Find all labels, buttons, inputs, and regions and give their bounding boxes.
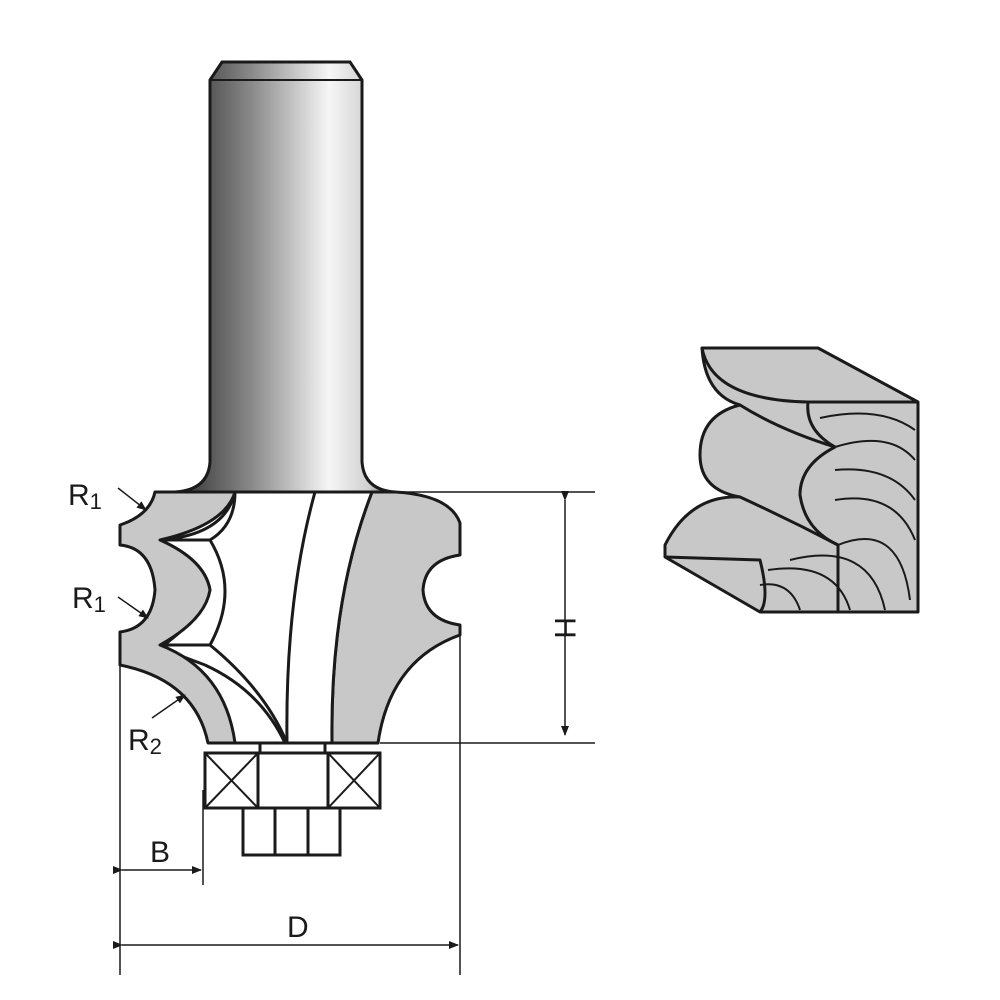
profile-sample — [663, 346, 920, 614]
shank — [174, 60, 396, 494]
label-r2: R2 — [128, 724, 162, 759]
dimension-lines — [113, 487, 595, 975]
label-h: H — [548, 617, 581, 639]
label-r1-top: R1 — [68, 479, 102, 514]
label-d: D — [287, 911, 309, 944]
label-r1-mid: R1 — [72, 582, 106, 617]
nut — [241, 806, 342, 857]
bearing — [203, 741, 382, 810]
label-b: B — [150, 836, 170, 869]
cutter-body — [118, 490, 462, 745]
